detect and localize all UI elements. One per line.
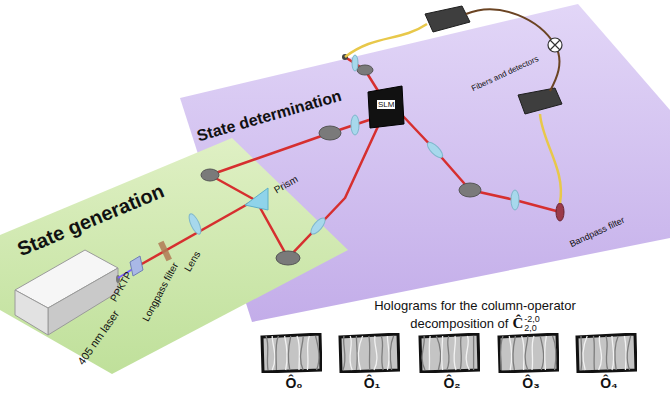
hologram-fringe	[624, 336, 626, 370]
hologram-frame	[499, 334, 558, 372]
part-label: SLM	[377, 100, 395, 109]
operator-label: Ô₄	[575, 375, 643, 391]
hologram-fringe	[540, 336, 543, 370]
lens	[425, 140, 445, 160]
caption-text: Ĉ	[512, 315, 523, 331]
hologram-fringe	[441, 336, 443, 370]
operator-label: Ô₀	[260, 375, 328, 391]
hologram-tile: Ô₀	[260, 333, 328, 395]
hologram-fringe	[307, 336, 309, 370]
mirror	[201, 169, 219, 181]
hologram-image	[497, 333, 559, 373]
hologram-fringe	[356, 336, 358, 370]
slm	[368, 86, 404, 128]
hologram-fringe	[580, 336, 582, 370]
hologram-fringe	[473, 336, 474, 370]
hologram-fringe	[545, 336, 547, 370]
hologram-fringe	[454, 336, 456, 370]
hologram-fringe	[381, 336, 383, 370]
hologram-image	[260, 333, 322, 373]
hologram-fringe	[266, 336, 268, 370]
hologram-image	[418, 333, 480, 373]
operator-label: Ô₂	[418, 375, 486, 391]
hologram-fringe	[429, 336, 430, 370]
longpass-filter	[158, 241, 172, 262]
photon-beams	[140, 57, 560, 265]
fiber	[540, 114, 561, 203]
hologram-fringe	[627, 336, 630, 370]
hologram-frame	[262, 334, 321, 372]
hologram-frame	[577, 334, 636, 372]
hologram-fringe	[599, 336, 602, 370]
hologram-frame	[340, 334, 399, 372]
hologram-fringe	[532, 336, 534, 370]
mirror	[276, 251, 300, 265]
hologram-fringe	[513, 336, 516, 370]
hologram-image	[575, 333, 637, 373]
hologram-fringe	[466, 336, 469, 370]
cable	[466, 9, 559, 91]
script-stack: -2,02,0	[524, 315, 540, 333]
hologram-fringe	[606, 336, 608, 370]
hologram-fringe	[316, 336, 319, 370]
coincidence-counter	[548, 38, 562, 52]
laser-front	[15, 290, 48, 335]
operator-label: Ô₃	[497, 375, 565, 391]
lens	[309, 216, 328, 236]
caption-text: 2,0	[524, 324, 540, 333]
hologram-fringe	[390, 336, 393, 370]
prism	[245, 188, 268, 210]
detector	[425, 6, 470, 32]
hologram-tile: Ô₄	[575, 333, 643, 395]
operator-label: Ô₁	[338, 375, 406, 391]
lens	[187, 212, 204, 235]
fiber	[345, 24, 427, 57]
platform-shape	[0, 138, 348, 374]
coincidence-cross	[550, 40, 560, 50]
hologram-fringe	[525, 336, 528, 370]
lens	[351, 115, 359, 135]
hologram-fringe	[350, 336, 352, 370]
bandpass-filter	[556, 203, 564, 221]
hologram-fringe	[615, 336, 618, 370]
hologram-fringe	[288, 336, 291, 370]
hologram-fringe	[447, 336, 449, 370]
hologram-fringe	[297, 336, 300, 370]
lens	[511, 190, 519, 210]
hologram-fringe	[301, 336, 304, 370]
hologram-fringe	[436, 336, 440, 370]
hologram-fringe	[358, 336, 362, 370]
hologram-fringe	[501, 336, 504, 370]
hologram-fringe	[583, 336, 587, 370]
hologram-fringe	[612, 336, 614, 370]
caption-text: Holograms for the column-operator decomp…	[374, 298, 576, 331]
caption-text: -2,0	[524, 315, 540, 324]
hologram-fringe	[369, 336, 370, 370]
detector	[518, 88, 562, 114]
hologram-fringe	[374, 336, 377, 370]
hologram-tile: Ô₁	[338, 333, 406, 395]
hologram-fringe	[593, 336, 594, 370]
caption-block: Holograms for the column-operator decomp…	[352, 298, 598, 333]
mirror	[459, 183, 481, 197]
hologram-image	[338, 333, 400, 373]
hologram-fringe	[509, 336, 512, 370]
hologram-fringe	[276, 336, 279, 370]
hologram-fringe	[522, 336, 525, 370]
hologram-fringe	[343, 336, 345, 370]
hologram-fringe	[285, 336, 288, 370]
hologram-fringe	[272, 336, 275, 370]
hologram-fringe	[460, 336, 461, 370]
hologram-tile: Ô₃	[497, 333, 565, 395]
lens	[352, 55, 358, 71]
hologram-frame	[420, 334, 479, 372]
hologram-fringe	[553, 336, 556, 370]
hologram-fringe	[387, 336, 389, 370]
hologram-tile: Ô₂	[418, 333, 486, 395]
mirror	[357, 65, 373, 75]
mirror	[319, 126, 341, 140]
hologram-fringe	[422, 336, 425, 370]
